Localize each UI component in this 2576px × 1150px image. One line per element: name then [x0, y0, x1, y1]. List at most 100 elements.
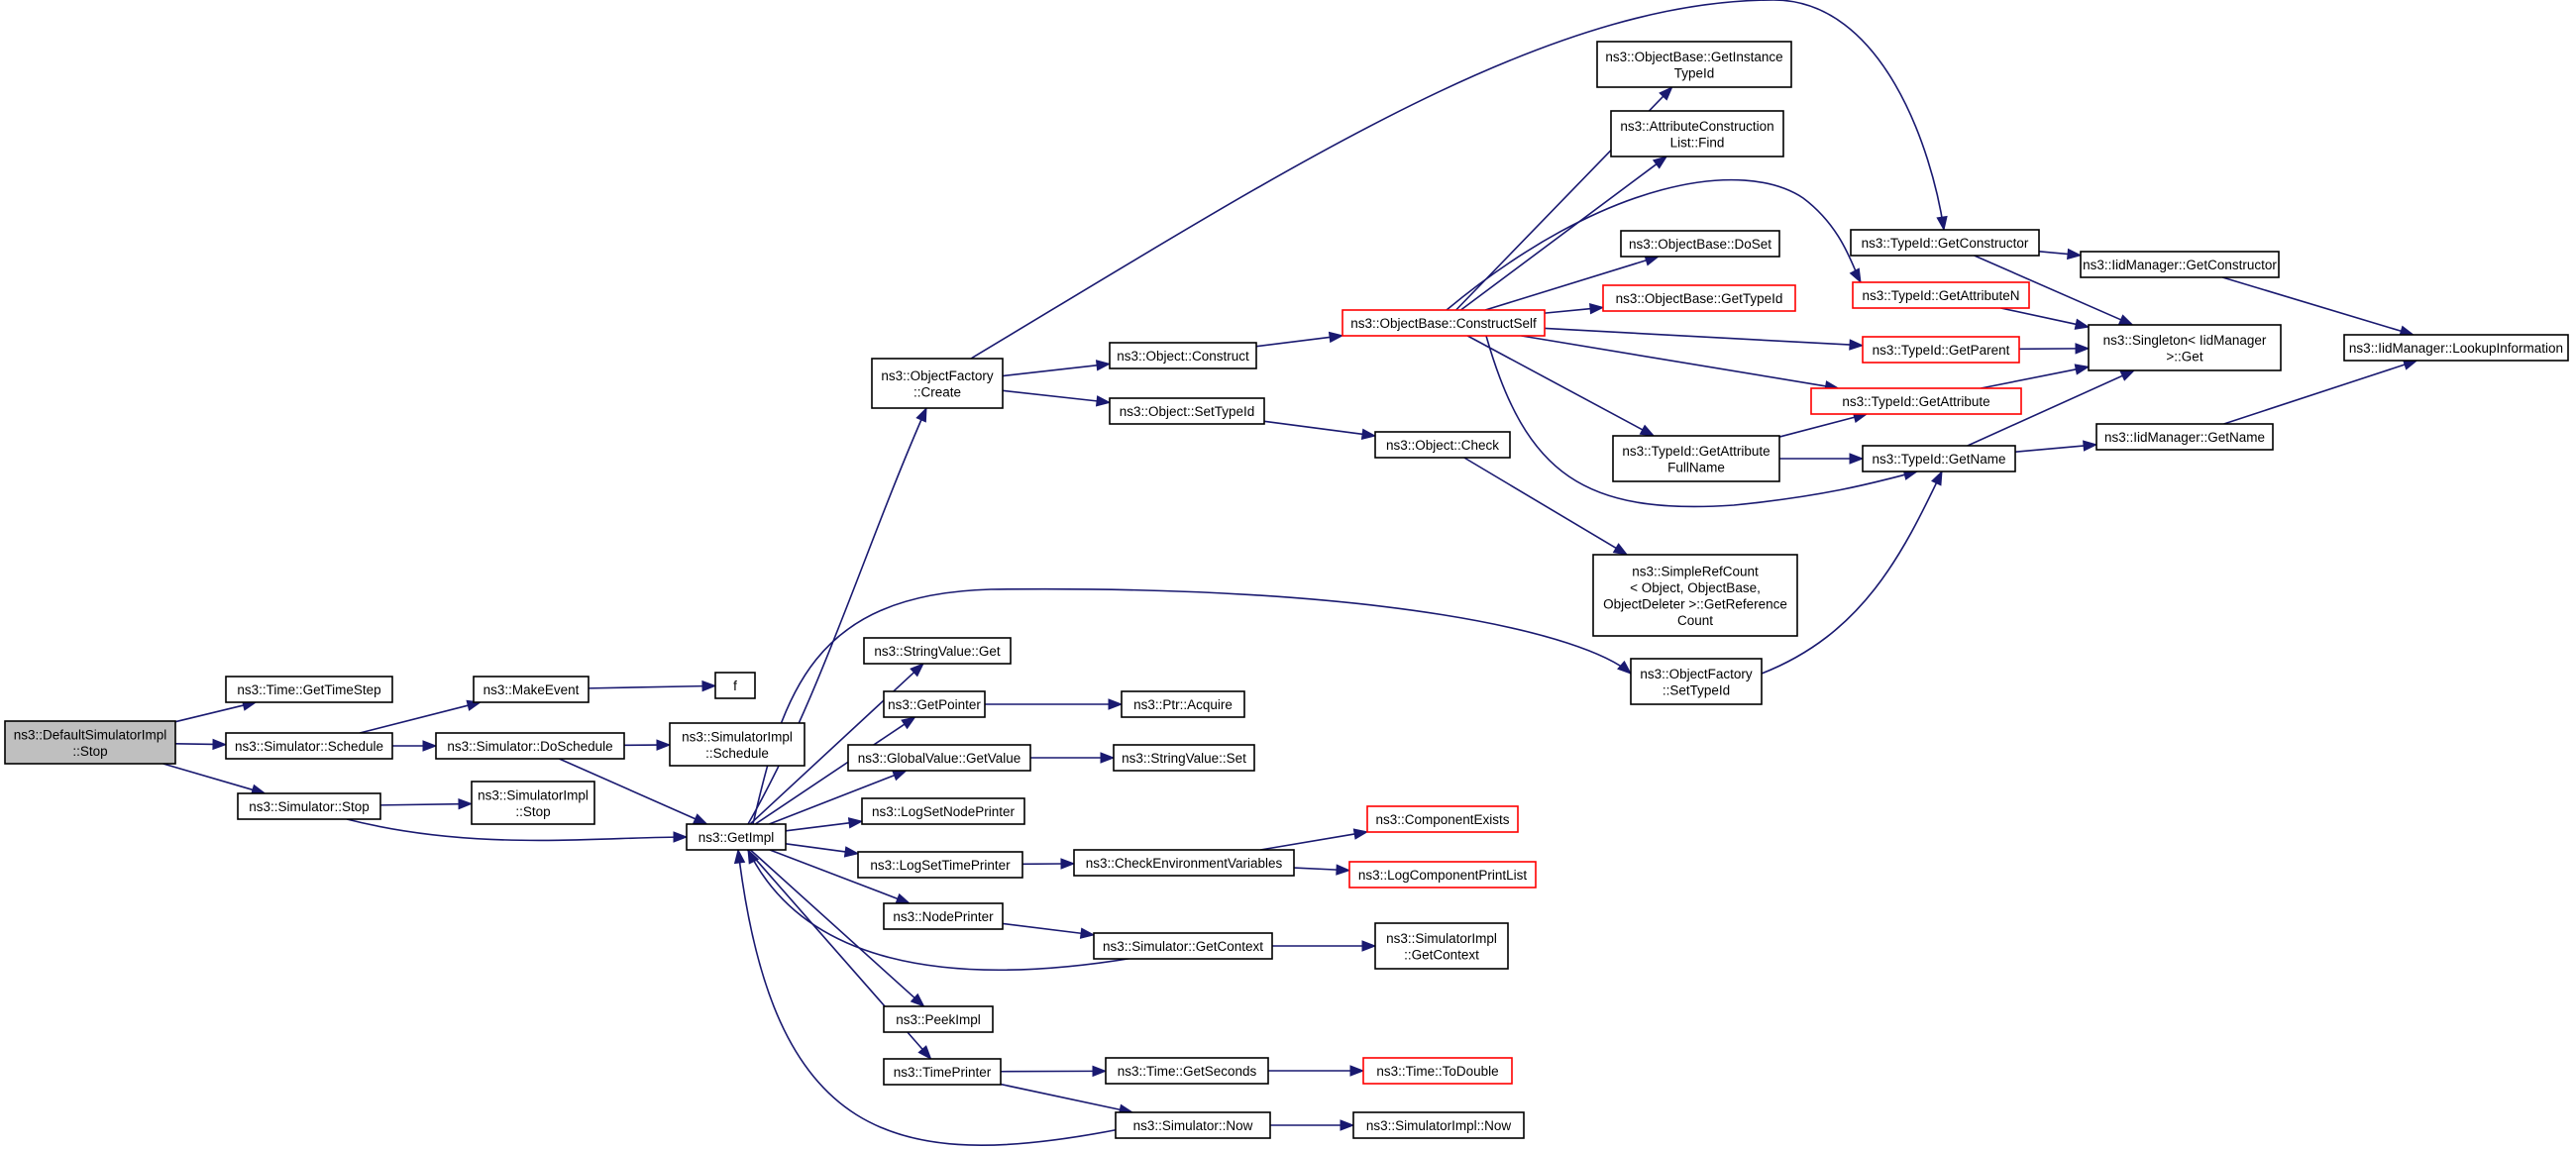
node-getcontext[interactable]: ns3::Simulator::GetContext — [1093, 932, 1273, 960]
node-getimpl[interactable]: ns3::GetImpl — [686, 823, 787, 851]
node-objsettypeid[interactable]: ns3::Object::SetTypeId — [1109, 397, 1265, 425]
node-iidgetconstructor[interactable]: ns3::IidManager::GetConstructor — [2080, 251, 2280, 278]
node-doschedule[interactable]: ns3::Simulator::DoSchedule — [435, 732, 625, 760]
node-root[interactable]: ns3::DefaultSimulatorImpl::Stop — [4, 720, 176, 765]
node-box — [225, 732, 393, 760]
node-getname[interactable]: ns3::TypeId::GetName — [1862, 445, 2016, 472]
node-objconstruct[interactable]: ns3::Object::Construct — [1109, 342, 1257, 369]
edge-line — [1778, 416, 1856, 438]
node-checkenv[interactable]: ns3::CheckEnvironmentVariables — [1073, 849, 1295, 877]
node-label: ObjectDeleter >::GetReference — [1603, 596, 1787, 611]
node-getconstructor[interactable]: ns3::TypeId::GetConstructor — [1850, 229, 2040, 257]
node-stringvalueget[interactable]: ns3::StringValue::Get — [863, 637, 1012, 665]
edge-arrowhead — [895, 892, 912, 904]
node-simimplschedule[interactable]: ns3::SimulatorImpl::Schedule — [669, 722, 805, 767]
node-ptracquire[interactable]: ns3::Ptr::Acquire — [1121, 690, 1245, 718]
edge-makeevent-to-f — [588, 680, 717, 692]
edge-arrowhead — [1652, 156, 1668, 169]
node-todouble[interactable]: ns3::Time::ToDouble — [1362, 1057, 1513, 1085]
edge-iidgetconstructor-to-lookupinfo — [2221, 276, 2415, 337]
edge-arrowhead — [1639, 424, 1656, 437]
node-label: ns3::IidManager::LookupInformation — [2349, 341, 2563, 356]
edge-arrowhead — [1108, 698, 1124, 710]
node-doset[interactable]: ns3::ObjectBase::DoSet — [1620, 230, 1780, 258]
node-label: ns3::Time::GetSeconds — [1118, 1064, 1257, 1079]
node-getparent[interactable]: ns3::TypeId::GetParent — [1862, 336, 2020, 364]
node-lognodeprinter[interactable]: ns3::LogSetNodePrinter — [861, 797, 1025, 825]
node-simstop[interactable]: ns3::Simulator::Stop — [237, 792, 381, 820]
edge-line — [379, 802, 461, 806]
edge-simstop-to-getimpl — [346, 818, 689, 843]
edge-objsettypeid-to-objcheck — [1263, 420, 1377, 440]
edge-line — [346, 818, 688, 842]
node-box — [1115, 1111, 1271, 1139]
node-getpointer[interactable]: ns3::GetPointer — [883, 690, 986, 718]
node-label: ns3::SimulatorImpl::Now — [1366, 1118, 1512, 1133]
node-schedule[interactable]: ns3::Simulator::Schedule — [225, 732, 393, 760]
edge-arrowhead — [1060, 858, 1076, 870]
edge-getattrfullname-to-getattribute — [1778, 411, 1869, 438]
node-obgettypeid[interactable]: ns3::ObjectBase::GetTypeId — [1602, 284, 1796, 312]
edge-arrowhead — [692, 813, 708, 825]
node-makeevent[interactable]: ns3::MakeEvent — [473, 676, 590, 703]
node-box — [863, 637, 1012, 665]
node-logtimeprinter[interactable]: ns3::LogSetTimePrinter — [857, 851, 1023, 879]
node-getattribute[interactable]: ns3::TypeId::GetAttribute — [1810, 387, 2022, 415]
edge-globalvalue-to-stringvalueset — [1029, 752, 1116, 764]
node-getseconds[interactable]: ns3::Time::GetSeconds — [1105, 1057, 1269, 1085]
edge-arrowhead — [1092, 1065, 1108, 1078]
node-box — [1374, 431, 1511, 459]
node-gettimestep[interactable]: ns3::Time::GetTimeStep — [225, 676, 393, 703]
node-label: ::Create — [913, 384, 961, 399]
node-label: ns3::Time::GetTimeStep — [237, 682, 380, 697]
node-box — [871, 358, 1004, 409]
node-box — [1630, 658, 1763, 705]
node-globalvalue[interactable]: ns3::GlobalValue::GetValue — [847, 744, 1031, 772]
node-label: ns3::StringValue::Get — [874, 644, 1001, 659]
edge-ofcreate-to-objsettypeid — [1002, 389, 1112, 407]
node-objcheck[interactable]: ns3::Object::Check — [1374, 431, 1511, 459]
node-ofsettypeid[interactable]: ns3::ObjectFactory::SetTypeId — [1630, 658, 1763, 705]
node-label: ns3::SimulatorImpl — [682, 729, 793, 744]
node-ofcreate[interactable]: ns3::ObjectFactory::Create — [871, 358, 1004, 409]
node-iidgetname[interactable]: ns3::IidManager::GetName — [2095, 423, 2274, 451]
edge-arrowhead — [917, 1045, 932, 1061]
edge-arrowhead — [422, 740, 438, 752]
node-simimplstop[interactable]: ns3::SimulatorImpl::Stop — [471, 781, 595, 825]
node-stringvalueset[interactable]: ns3::StringValue::Set — [1113, 744, 1255, 772]
node-box — [1121, 690, 1245, 718]
edge-nodeprinter-to-getcontext — [1002, 922, 1096, 939]
edge-arrowhead — [1340, 1119, 1355, 1131]
edge-arrowhead — [892, 770, 908, 782]
edge-ofcreate-to-getconstructor — [970, 0, 1948, 360]
node-lookupinfo[interactable]: ns3::IidManager::LookupInformation — [2343, 334, 2569, 362]
node-nodeprinter[interactable]: ns3::NodePrinter — [883, 902, 1004, 930]
node-box — [714, 672, 756, 699]
node-simnow[interactable]: ns3::Simulator::Now — [1115, 1111, 1271, 1139]
edge-objcheck-to-simplerefcount — [1463, 457, 1629, 556]
node-constructself[interactable]: ns3::ObjectBase::ConstructSelf — [1342, 309, 1546, 337]
node-label: ::SetTypeId — [1663, 682, 1730, 697]
node-logcomplist[interactable]: ns3::LogComponentPrintList — [1348, 861, 1537, 889]
edge-arrowhead — [901, 716, 916, 730]
edge-line — [1521, 335, 1827, 387]
node-singleton[interactable]: ns3::Singleton< IidManager>::Get — [2088, 324, 2282, 371]
node-box — [1113, 744, 1255, 772]
edge-arrowhead — [1328, 331, 1344, 344]
node-simimplgetcontext[interactable]: ns3::SimulatorImpl::GetContext — [1374, 922, 1509, 970]
node-box — [2080, 251, 2280, 278]
edge-arrowhead — [2074, 318, 2091, 330]
node-peekimpl[interactable]: ns3::PeekImpl — [883, 1005, 994, 1033]
node-f[interactable]: f — [714, 672, 756, 699]
node-simplerefcount[interactable]: ns3::SimpleRefCount< Object, ObjectBase,… — [1592, 554, 1798, 637]
node-getattributen[interactable]: ns3::TypeId::GetAttributeN — [1852, 281, 2030, 309]
node-compexists[interactable]: ns3::ComponentExists — [1366, 805, 1519, 833]
edge-line — [737, 849, 1121, 1146]
node-simimplnow[interactable]: ns3::SimulatorImpl::Now — [1352, 1111, 1525, 1139]
node-timeprinter[interactable]: ns3::TimePrinter — [883, 1058, 1002, 1086]
edge-line — [1002, 922, 1083, 935]
node-box — [1596, 41, 1792, 88]
